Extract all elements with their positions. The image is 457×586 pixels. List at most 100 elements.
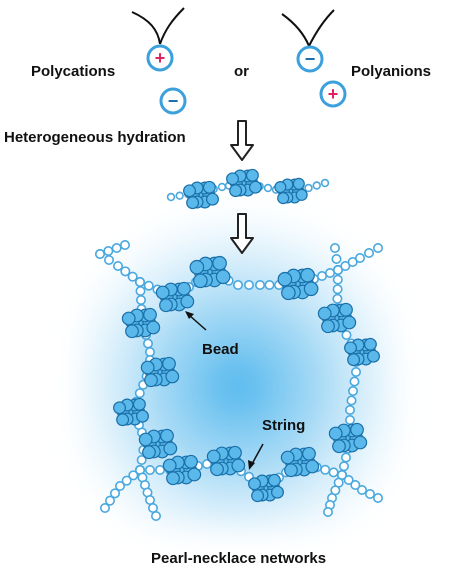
plus-sign: + bbox=[155, 48, 166, 68]
string-monomer bbox=[338, 461, 349, 472]
bead-label: Bead bbox=[202, 341, 239, 358]
bead-cluster bbox=[317, 302, 357, 334]
bead-monomer bbox=[155, 285, 170, 300]
string-monomer bbox=[175, 191, 184, 200]
string-monomer bbox=[340, 260, 351, 271]
bead-cluster bbox=[344, 337, 380, 367]
bead-monomer bbox=[193, 273, 208, 289]
ion-ring bbox=[319, 80, 347, 108]
string-monomer bbox=[148, 502, 159, 513]
string-monomer bbox=[145, 464, 156, 475]
bead-monomer bbox=[166, 471, 180, 486]
bead-cluster bbox=[226, 168, 262, 198]
chains-layer bbox=[95, 168, 383, 521]
bead-monomer bbox=[231, 458, 246, 473]
string-monomer bbox=[332, 293, 343, 304]
string-monomer bbox=[202, 458, 213, 469]
bead-cluster bbox=[138, 428, 178, 460]
bead-cluster bbox=[277, 267, 319, 301]
bead-cluster bbox=[274, 177, 308, 205]
bead-monomer bbox=[251, 489, 265, 503]
anion-icon: − bbox=[159, 87, 187, 115]
bead-monomer bbox=[332, 439, 346, 454]
string-monomer bbox=[344, 414, 355, 425]
string-monomer bbox=[143, 280, 154, 291]
bead-cluster bbox=[140, 356, 180, 388]
bead-monomer bbox=[162, 458, 177, 473]
string-monomer bbox=[347, 256, 358, 267]
string-monomer bbox=[320, 464, 331, 475]
bead-monomer bbox=[163, 441, 178, 456]
string-monomer bbox=[127, 271, 138, 282]
string-label: String bbox=[262, 417, 306, 434]
bead-monomer bbox=[206, 449, 221, 464]
string-segment bbox=[95, 240, 131, 260]
bead-monomer bbox=[135, 409, 149, 423]
bead-monomer bbox=[305, 459, 320, 474]
string-monomer bbox=[155, 464, 166, 475]
bead-monomer bbox=[228, 445, 242, 460]
string-monomer bbox=[110, 488, 121, 499]
string-monomer bbox=[264, 279, 275, 290]
string-monomer bbox=[217, 182, 227, 192]
bead-monomer bbox=[271, 485, 284, 499]
minus-sign: − bbox=[168, 91, 179, 111]
network-caption: Pearl-necklace networks bbox=[151, 550, 327, 567]
bead-monomer bbox=[121, 311, 136, 326]
string-monomer bbox=[103, 246, 114, 257]
string-monomer bbox=[340, 452, 351, 463]
string-monomer bbox=[263, 183, 273, 193]
bead-monomer bbox=[142, 445, 156, 460]
string-monomer bbox=[135, 276, 146, 287]
hydration-label: Heterogeneous hydration bbox=[4, 129, 186, 146]
anion-icon: − bbox=[296, 45, 324, 73]
plus-sign: + bbox=[328, 84, 339, 104]
string-monomer bbox=[145, 346, 156, 357]
bead-monomer bbox=[353, 435, 368, 450]
bead-monomer bbox=[140, 360, 155, 375]
bead-monomer bbox=[205, 192, 219, 206]
bead-monomer bbox=[274, 181, 287, 194]
string-monomer bbox=[349, 376, 360, 387]
bead-monomer bbox=[248, 477, 261, 491]
string-monomer bbox=[104, 255, 115, 266]
bead-monomer bbox=[215, 269, 231, 285]
bead-monomer bbox=[226, 172, 239, 186]
bead-monomer bbox=[187, 467, 202, 482]
bead-monomer bbox=[302, 446, 316, 461]
bead-monomer bbox=[317, 306, 332, 321]
ion-ring bbox=[146, 44, 174, 72]
string-monomer bbox=[343, 474, 354, 485]
bead-monomer bbox=[144, 373, 158, 388]
string-monomer bbox=[136, 294, 147, 305]
bead-monomer bbox=[281, 285, 296, 301]
string-monomer bbox=[145, 494, 156, 505]
string-monomer bbox=[354, 253, 365, 264]
bead-monomer bbox=[138, 432, 153, 447]
polycations-label: Polycations bbox=[31, 63, 116, 80]
string-segment bbox=[95, 249, 146, 287]
or-label: or bbox=[234, 63, 249, 80]
string-monomer bbox=[143, 338, 154, 349]
bead-monomer bbox=[328, 426, 343, 441]
string-monomer bbox=[316, 270, 327, 281]
bead-monomer bbox=[132, 397, 146, 411]
string-segment bbox=[135, 464, 162, 521]
bead-monomer bbox=[229, 184, 243, 198]
string-monomer bbox=[363, 248, 374, 259]
bead-cluster bbox=[189, 255, 231, 289]
bead-cluster bbox=[162, 454, 202, 486]
string-monomer bbox=[136, 454, 147, 465]
bead-monomer bbox=[245, 168, 259, 182]
pointer-arrow-icon bbox=[248, 443, 264, 470]
bead-monomer bbox=[300, 267, 315, 283]
bead-cluster bbox=[155, 281, 195, 313]
down-arrow-icon bbox=[230, 120, 254, 161]
string-monomer bbox=[332, 274, 343, 285]
string-monomer bbox=[328, 467, 339, 478]
ion-ring bbox=[159, 87, 187, 115]
bead-monomer bbox=[363, 337, 377, 351]
string-monomer bbox=[347, 385, 358, 396]
bead-cluster bbox=[248, 473, 284, 503]
chain-tail-icon bbox=[281, 13, 310, 47]
